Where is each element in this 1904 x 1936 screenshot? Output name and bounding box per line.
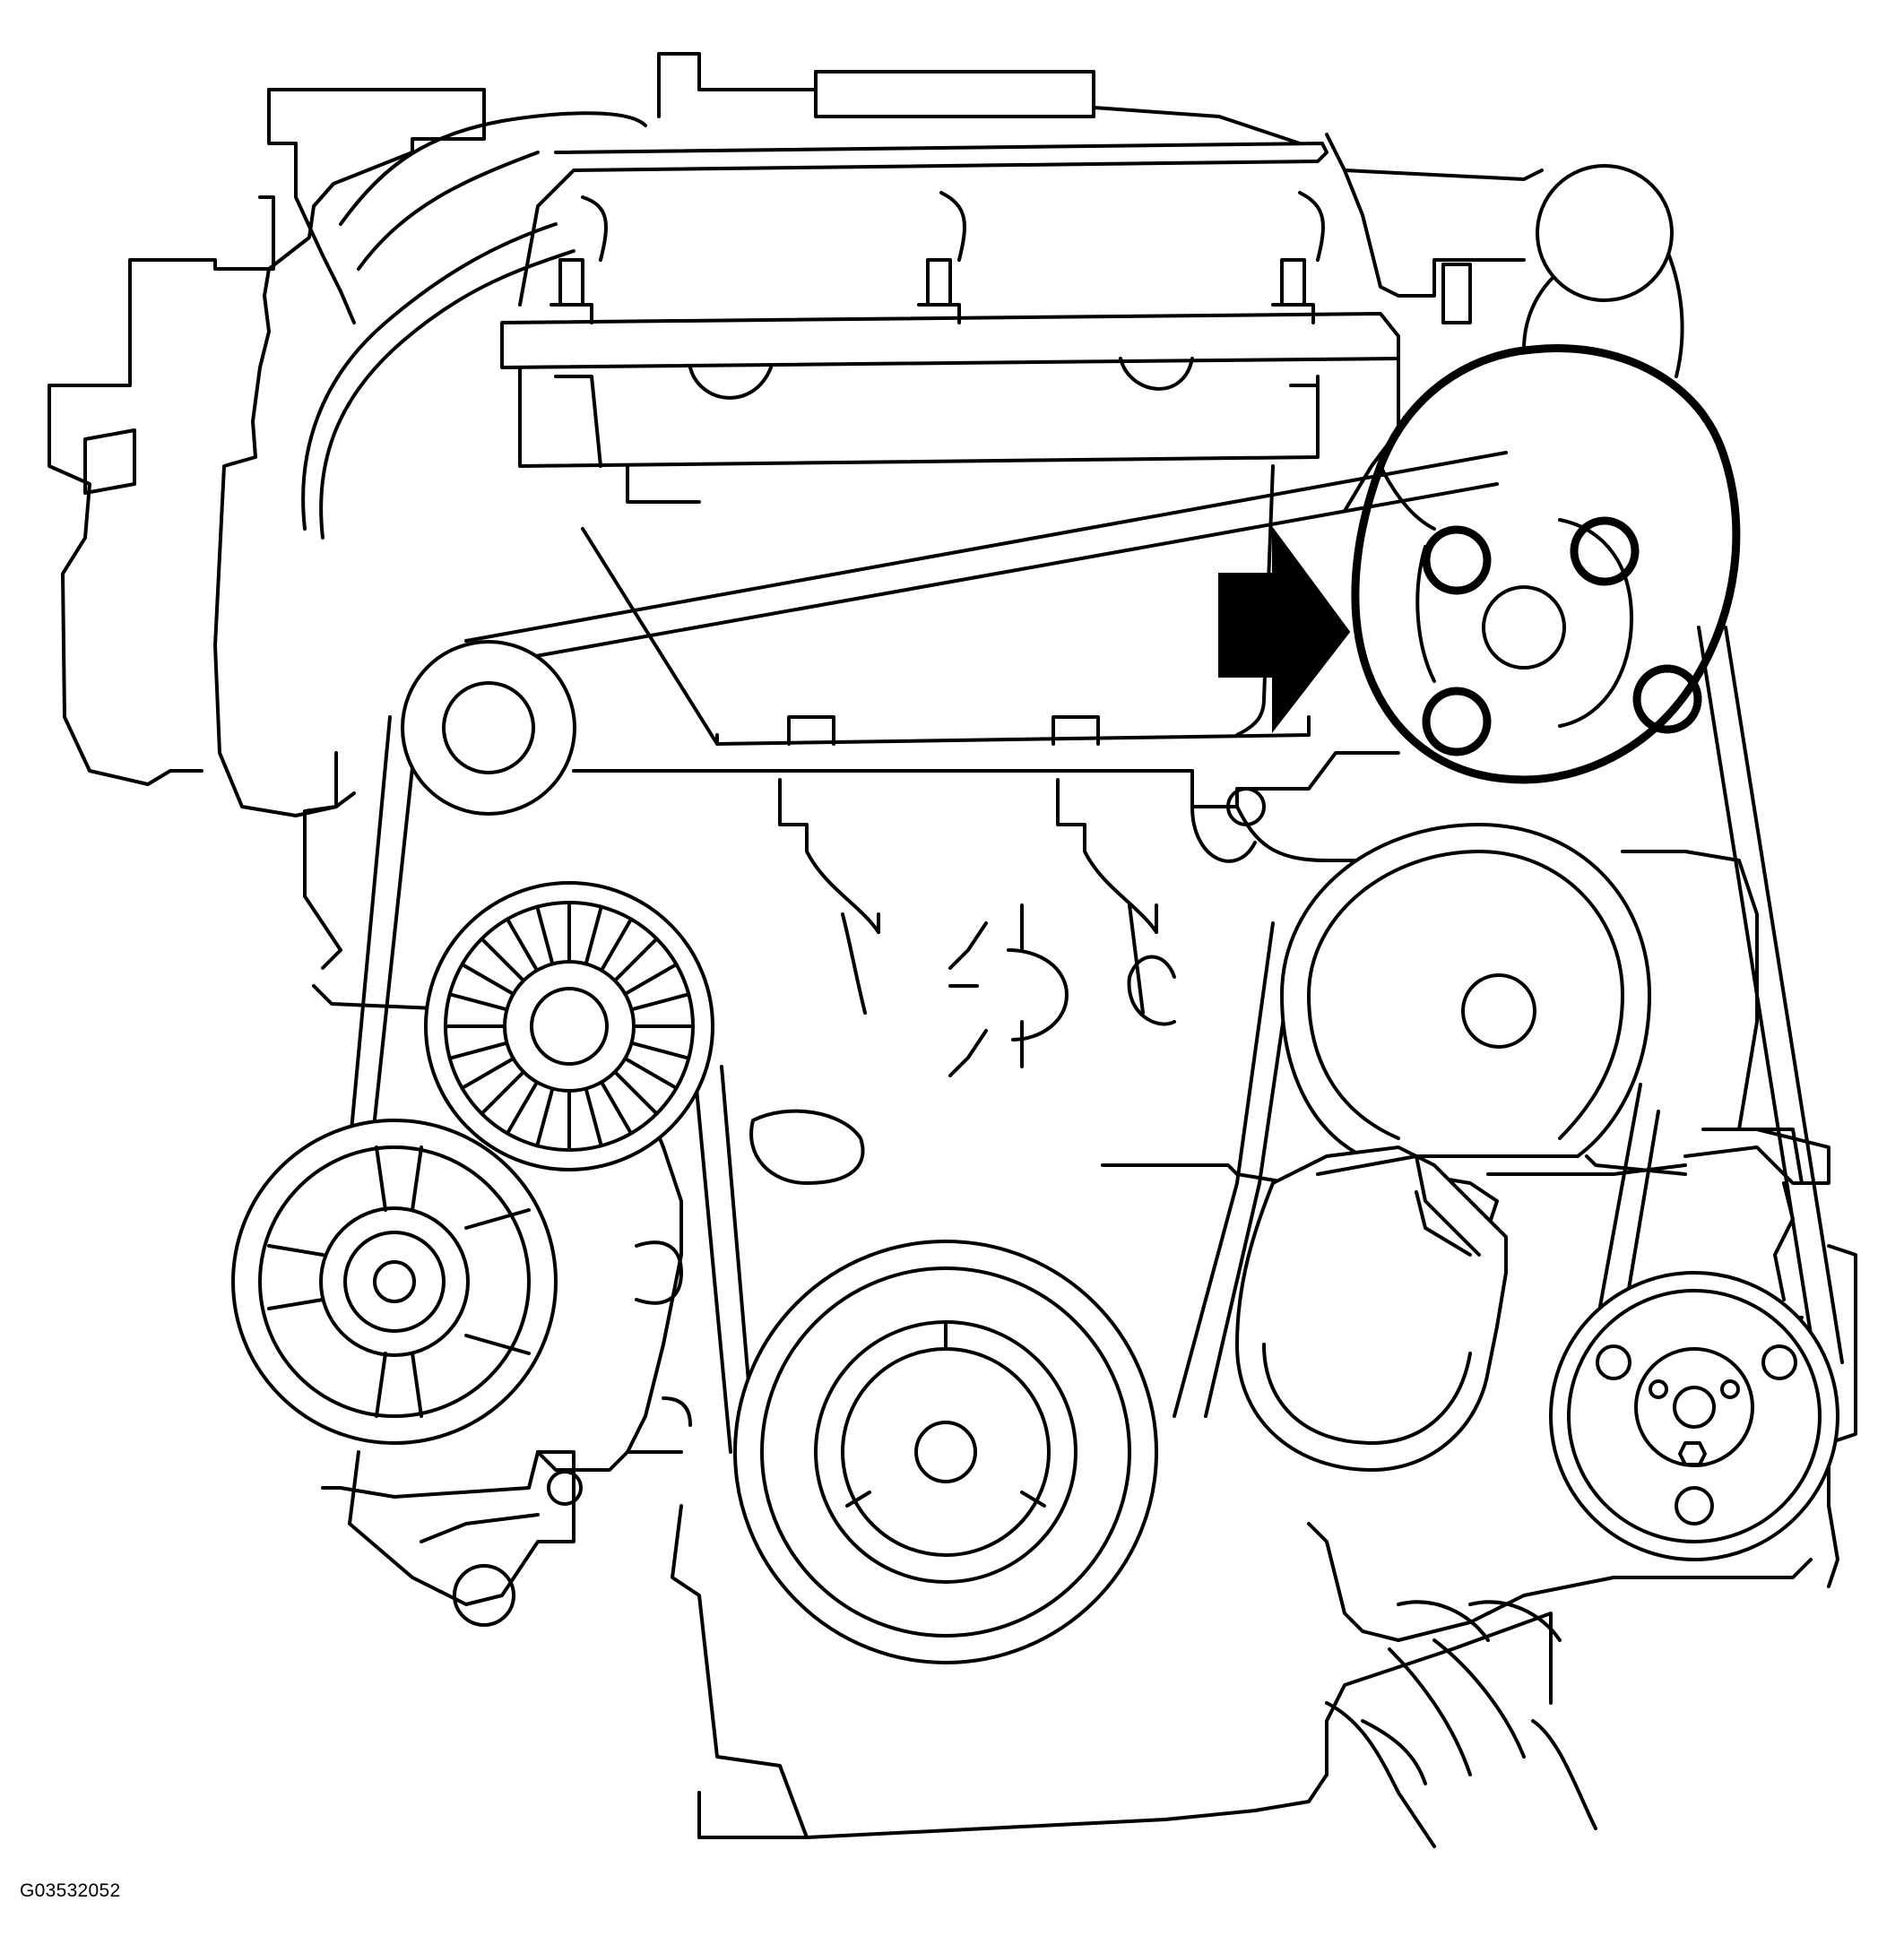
tensioner-rib	[480, 1069, 526, 1116]
tensioner-rib	[447, 992, 509, 1012]
tensioner-rib	[629, 1041, 691, 1060]
tensioner-rib	[584, 1086, 603, 1148]
figure-id-label: G03532052	[20, 1880, 121, 1901]
lower-idler-pulley	[1234, 1145, 1508, 1473]
tensioner-rib	[460, 1057, 515, 1090]
tensioner-rib	[584, 904, 603, 966]
tensioner-rib	[506, 1080, 539, 1136]
power-steering-pulley	[1351, 344, 1741, 784]
tensioner-rib	[506, 917, 539, 972]
tensioner-rib	[447, 1041, 509, 1060]
crankshaft-pulley	[733, 1240, 1158, 1664]
tensioner-rib	[535, 904, 555, 966]
tensioner-rib	[612, 1069, 659, 1116]
alternator-pulley	[231, 1119, 558, 1445]
tensioner-rib	[612, 937, 659, 983]
belt-tensioner-pulley	[424, 881, 714, 1171]
idler-pulley	[401, 640, 576, 816]
ac-compressor-pulley	[1549, 1271, 1839, 1561]
water-pump-pulley	[1279, 822, 1652, 1158]
tensioner-rib	[535, 1086, 555, 1148]
tensioner-rib	[623, 963, 679, 996]
tensioner-rib	[600, 1080, 633, 1136]
tensioner-rib	[600, 917, 633, 972]
tensioner-rib	[460, 963, 515, 996]
arrow-right-icon	[1218, 525, 1351, 733]
tensioner-rib	[623, 1057, 679, 1090]
tensioner-rib	[480, 937, 526, 983]
tensioner-rib	[629, 992, 691, 1012]
